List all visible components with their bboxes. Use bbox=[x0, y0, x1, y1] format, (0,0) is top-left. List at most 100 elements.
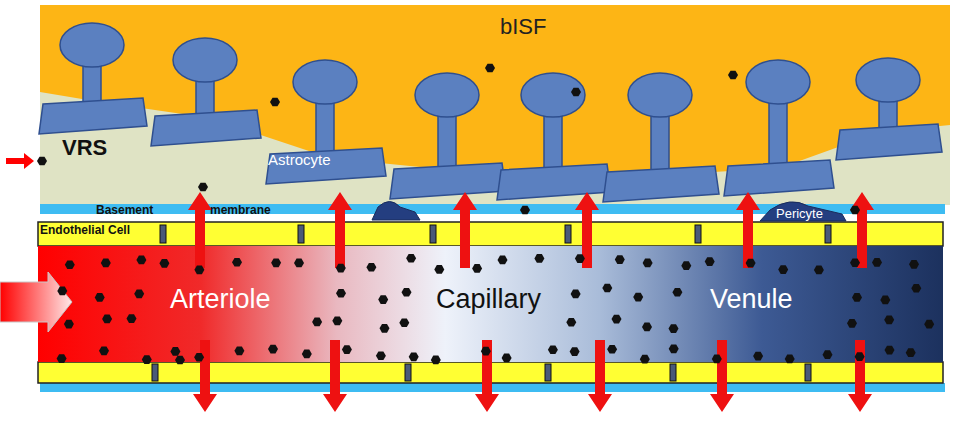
solute-dot bbox=[134, 290, 144, 299]
astrocyte-body bbox=[60, 23, 124, 67]
bisf-region bbox=[40, 5, 950, 174]
cell-box: Endothelial Cell bbox=[40, 223, 162, 245]
solute-dot bbox=[481, 347, 491, 356]
space-region: VRS bbox=[62, 135, 138, 169]
solute-dot bbox=[434, 265, 444, 274]
solute-dot bbox=[548, 345, 558, 354]
solute-dot bbox=[852, 293, 862, 302]
solute-dot bbox=[850, 206, 860, 215]
solute-dot bbox=[95, 293, 105, 302]
astrocyte-endfoot bbox=[724, 160, 834, 196]
solute-dot bbox=[823, 350, 833, 359]
efflux-arrow bbox=[328, 192, 352, 268]
basement-membrane bbox=[40, 383, 945, 392]
solute-dot bbox=[175, 356, 185, 365]
solute-dot bbox=[602, 284, 612, 293]
astrocyte-body bbox=[521, 73, 585, 117]
solute-dot bbox=[332, 317, 342, 326]
solute-dot bbox=[198, 183, 208, 192]
solute-dot bbox=[669, 345, 679, 354]
efflux-arrow bbox=[188, 192, 212, 268]
efflux-arrow bbox=[475, 340, 499, 412]
efflux-arrow bbox=[850, 192, 874, 268]
astrocyte-endfoot bbox=[836, 124, 942, 160]
solute-dot bbox=[705, 257, 715, 266]
solute-dot bbox=[911, 284, 921, 293]
part-label: membrane bbox=[210, 203, 271, 217]
efflux-arrow bbox=[575, 192, 599, 268]
solute-dot bbox=[402, 288, 412, 297]
solute-dot bbox=[571, 88, 581, 97]
solute-dot bbox=[366, 263, 376, 272]
cell-junction bbox=[825, 225, 831, 243]
solute-dot bbox=[612, 315, 622, 324]
solute-dot bbox=[814, 266, 824, 275]
solute-dot bbox=[633, 293, 643, 302]
solute-dot bbox=[607, 345, 617, 354]
astrocyte-body bbox=[746, 60, 810, 104]
solute-dot bbox=[57, 354, 67, 363]
astrocyte-endfoot bbox=[151, 110, 261, 146]
pointer-arrow bbox=[6, 153, 34, 169]
solute-dot bbox=[753, 352, 763, 361]
solute-dot bbox=[194, 266, 204, 275]
solute-dot bbox=[472, 264, 482, 273]
solute-dot bbox=[271, 259, 281, 268]
solute-dot bbox=[194, 353, 204, 362]
astrocyte-body bbox=[293, 60, 357, 104]
node-text: Capillary bbox=[436, 284, 541, 315]
solute-dot bbox=[406, 254, 416, 263]
solute-dot bbox=[431, 356, 441, 365]
solute-dot bbox=[376, 351, 386, 360]
astrocyte-endfoot bbox=[497, 164, 611, 200]
solute-dot bbox=[234, 347, 244, 356]
pericyte-shape bbox=[372, 202, 420, 221]
solute-dot bbox=[336, 264, 346, 273]
solute-dot bbox=[294, 259, 304, 268]
cell-junction bbox=[805, 364, 811, 381]
solute-dot bbox=[64, 320, 74, 329]
astrocyte-body bbox=[173, 38, 237, 82]
solute-dot bbox=[136, 256, 146, 265]
node-text: Venule bbox=[710, 284, 793, 315]
solute-dot bbox=[640, 355, 650, 364]
solute-dot bbox=[847, 319, 857, 328]
solute-dot bbox=[302, 350, 312, 359]
solute-dot bbox=[170, 347, 180, 356]
cell-junction bbox=[430, 225, 436, 243]
astrocyte-body bbox=[415, 73, 479, 117]
solute-dot bbox=[642, 323, 652, 332]
node-text: Arteriole bbox=[170, 284, 271, 315]
solute-dot bbox=[232, 258, 242, 267]
efflux-arrow bbox=[848, 340, 872, 412]
cell-shape: Pericyte bbox=[776, 206, 850, 224]
solute-dot bbox=[566, 318, 576, 327]
solute-dot bbox=[681, 261, 691, 270]
efflux-arrow bbox=[710, 340, 734, 412]
cell-junction bbox=[152, 364, 158, 381]
solute-dot bbox=[312, 318, 322, 327]
solute-dot bbox=[855, 352, 865, 361]
solute-dot bbox=[409, 353, 419, 362]
cell-junction bbox=[160, 225, 166, 243]
solute-dot bbox=[778, 265, 788, 274]
solute-dot bbox=[101, 259, 111, 268]
astrocyte-body bbox=[628, 73, 692, 117]
solute-dot bbox=[99, 347, 109, 356]
solute-dot bbox=[728, 71, 738, 80]
solute-dot bbox=[342, 345, 352, 354]
node-text: Pericyte bbox=[776, 206, 850, 221]
solute-dot bbox=[884, 316, 894, 325]
cell-junction bbox=[545, 364, 551, 381]
solute-dot bbox=[872, 258, 882, 267]
solute-dot bbox=[909, 260, 919, 269]
solute-dot bbox=[378, 295, 388, 304]
node-text: Astrocyte bbox=[268, 151, 390, 168]
solute-dot bbox=[906, 348, 916, 357]
solute-dot bbox=[37, 157, 47, 166]
solute-dot bbox=[399, 318, 409, 327]
solute-dot bbox=[127, 314, 137, 323]
solute-dot bbox=[498, 256, 508, 265]
solute-dot bbox=[336, 289, 346, 298]
solute-dot bbox=[672, 288, 682, 297]
